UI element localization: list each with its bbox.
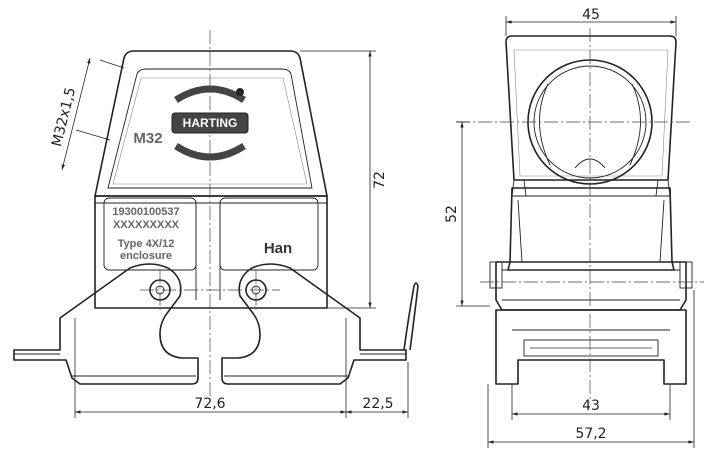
hood-body (94, 50, 328, 197)
side-body-left-edge (517, 199, 523, 263)
thread-dim-label: M32x1,5 (49, 86, 79, 149)
thread-marking: M32 (133, 130, 162, 147)
logo-dot (236, 88, 244, 96)
side-latch-left (489, 261, 503, 289)
lower-housing (94, 195, 328, 309)
side-view: 45 52 43 57,2 (444, 7, 704, 448)
left-lever (13, 263, 199, 385)
thread-ext-top (99, 59, 125, 69)
side-hood-inner (513, 49, 669, 177)
side-base-slot (523, 339, 659, 357)
side-hood (505, 35, 677, 181)
thread-ext-bottom (75, 129, 111, 141)
top-width-dim-label: 45 (582, 7, 600, 23)
side-body (507, 187, 675, 271)
width-dim-label: 72,6 (194, 396, 225, 412)
side-base (495, 309, 687, 385)
height-dim-label: 72 (372, 171, 388, 189)
type-line-1: Type 4X/12 (118, 238, 175, 250)
label-recess (107, 68, 313, 189)
side-latch-right (679, 261, 693, 289)
base-width-dim-label: 57,2 (575, 426, 606, 442)
part-number: 19300100537 (112, 206, 179, 218)
entry-shade-left (539, 83, 551, 166)
right-label-panel (219, 197, 319, 271)
label-recess-inner (112, 77, 308, 185)
type-line-2: enclosure (120, 250, 172, 262)
right-lever (221, 263, 407, 385)
entry-shade-bottom (574, 158, 606, 169)
lever-tail (403, 282, 419, 351)
entry-shade-right (629, 83, 641, 166)
side-height-dim-label: 52 (444, 205, 460, 223)
product-marking: Han (264, 240, 292, 257)
front-view: HARTING M32 19300100537 XXXXXXXXX Type 4… (13, 30, 419, 418)
placeholder-code: XXXXXXXXX (113, 219, 180, 231)
side-body-right-edge (659, 199, 665, 263)
inner-width-dim-label: 43 (582, 398, 600, 414)
thread-dim-line (61, 57, 91, 171)
reach-dim-label: 22,5 (362, 396, 393, 412)
